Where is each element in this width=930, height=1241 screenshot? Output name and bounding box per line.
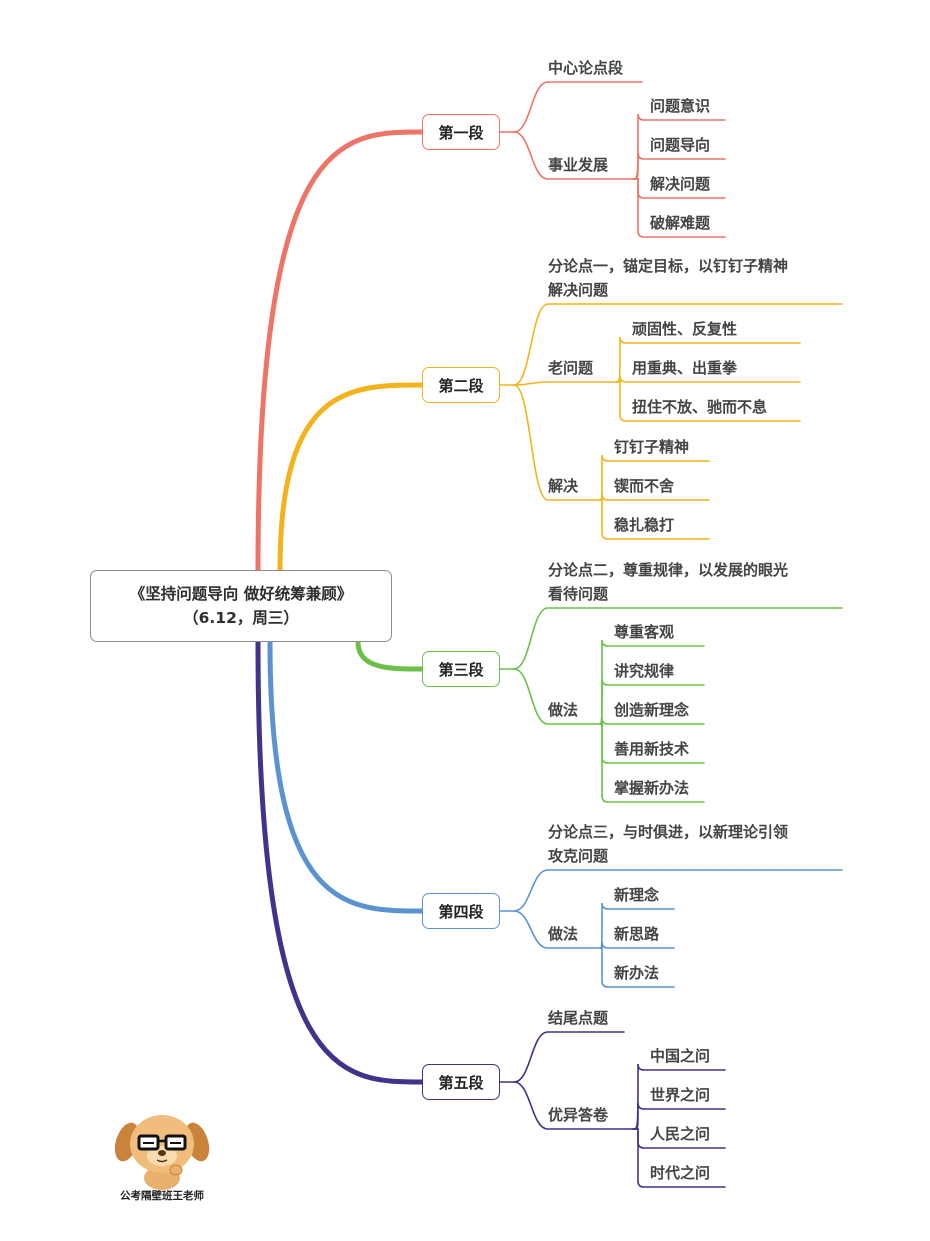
- branch-3-2[interactable]: 做法: [548, 701, 579, 719]
- item-4-2-2[interactable]: 新思路: [614, 925, 660, 943]
- branch-text-line: 攻克问题: [548, 847, 609, 865]
- mascot-dog-icon: [114, 1115, 210, 1190]
- branch-3-1[interactable]: 分论点二，尊重规律，以发展的眼光看待问题: [548, 558, 788, 606]
- branch-5-2[interactable]: 优异答卷: [548, 1106, 609, 1124]
- segment-2[interactable]: 第二段: [422, 367, 500, 403]
- branch-link-1-2: [513, 131, 634, 180]
- item-5-2-3[interactable]: 人民之问: [650, 1125, 711, 1143]
- branch-link-2-3: [513, 384, 601, 501]
- item-2-2-1[interactable]: 顽固性、反复性: [632, 320, 738, 338]
- branch-link-5-2: [513, 1081, 634, 1130]
- root-link-2: [277, 382, 425, 573]
- branch-2-3[interactable]: 解决: [548, 477, 579, 495]
- item-4-2-1[interactable]: 新理念: [614, 886, 660, 904]
- item-1-2-1[interactable]: 问题意识: [650, 97, 711, 115]
- item-2-3-3[interactable]: 稳扎稳打: [614, 516, 675, 534]
- branch-link-2-2: [513, 381, 617, 386]
- root-link-3: [355, 639, 425, 672]
- item-link-5-2-1: [632, 1063, 726, 1130]
- segment-5[interactable]: 第五段: [422, 1064, 500, 1100]
- branch-link-4-1: [513, 869, 843, 912]
- segment-4[interactable]: 第四段: [422, 893, 500, 929]
- item-1-2-4[interactable]: 破解难题: [650, 214, 711, 232]
- branch-link-3-2: [513, 668, 601, 725]
- segment-3[interactable]: 第三段: [422, 651, 500, 687]
- item-5-2-2[interactable]: 世界之问: [650, 1086, 711, 1104]
- item-link-2-2-1: [615, 336, 801, 383]
- branch-link-4-2: [513, 910, 601, 949]
- branch-text-line: 看待问题: [548, 585, 609, 603]
- item-link-3-2-5: [599, 723, 705, 803]
- branch-link-2-1: [513, 303, 843, 386]
- branch-2-2[interactable]: 老问题: [548, 359, 594, 377]
- branch-4-2[interactable]: 做法: [548, 925, 579, 943]
- branch-2-1[interactable]: 分论点一，锚定目标，以钉钉子精神解决问题: [548, 254, 788, 302]
- branch-text-line: 解决问题: [548, 281, 609, 299]
- root-link-4: [267, 639, 425, 914]
- item-link-5-2-4: [632, 1128, 726, 1188]
- item-1-2-3[interactable]: 解决问题: [650, 175, 711, 193]
- item-2-3-2[interactable]: 锲而不舍: [614, 477, 675, 495]
- branch-text-line: 分论点二，尊重规律，以发展的眼光: [548, 561, 789, 579]
- central-date: （6.12，周三）: [183, 609, 299, 627]
- item-2-2-2[interactable]: 用重典、出重拳: [632, 359, 738, 377]
- central-title: 《坚持问题导向 做好统筹兼顾》: [129, 585, 353, 603]
- item-5-2-1[interactable]: 中国之问: [650, 1047, 711, 1065]
- branch-link-3-1: [513, 607, 843, 670]
- branch-link-1-1: [513, 81, 643, 133]
- branch-1-2[interactable]: 事业发展: [548, 156, 609, 174]
- branch-text-line: 分论点一，锚定目标，以钉钉子精神: [548, 257, 789, 275]
- segment-1[interactable]: 第一段: [422, 114, 500, 150]
- item-3-2-3[interactable]: 创造新理念: [614, 701, 690, 719]
- item-3-2-4[interactable]: 善用新技术: [614, 740, 690, 758]
- item-4-2-3[interactable]: 新办法: [614, 964, 660, 982]
- author-watermark: 公考隔壁班王老师: [120, 1190, 204, 1202]
- item-1-2-2[interactable]: 问题导向: [650, 136, 711, 154]
- item-3-2-2[interactable]: 讲究规律: [614, 662, 675, 680]
- item-link-1-2-1: [632, 113, 726, 180]
- branch-4-1[interactable]: 分论点三，与时俱进，以新理论引领攻克问题: [548, 820, 788, 868]
- root-link-5: [255, 639, 425, 1085]
- item-3-2-1[interactable]: 尊重客观: [614, 623, 675, 641]
- item-5-2-4[interactable]: 时代之问: [650, 1164, 711, 1182]
- item-2-2-3[interactable]: 扭住不放、驰而不息: [632, 398, 768, 416]
- root-link-1: [255, 129, 425, 573]
- branch-text-line: 分论点三，与时俱进，以新理论引领: [548, 823, 789, 841]
- item-link-1-2-4: [632, 178, 726, 238]
- branch-5-1[interactable]: 结尾点题: [548, 1009, 609, 1027]
- branch-1-1[interactable]: 中心论点段: [548, 59, 624, 77]
- item-2-3-1[interactable]: 钉钉子精神: [614, 438, 690, 456]
- item-link-2-2-3: [615, 381, 801, 422]
- item-link-4-2-3: [599, 947, 675, 988]
- central-topic[interactable]: 《坚持问题导向 做好统筹兼顾》 （6.12，周三）: [90, 570, 392, 642]
- item-link-2-3-3: [599, 499, 710, 540]
- branch-link-5-1: [513, 1031, 625, 1083]
- item-3-2-5[interactable]: 掌握新办法: [614, 779, 690, 797]
